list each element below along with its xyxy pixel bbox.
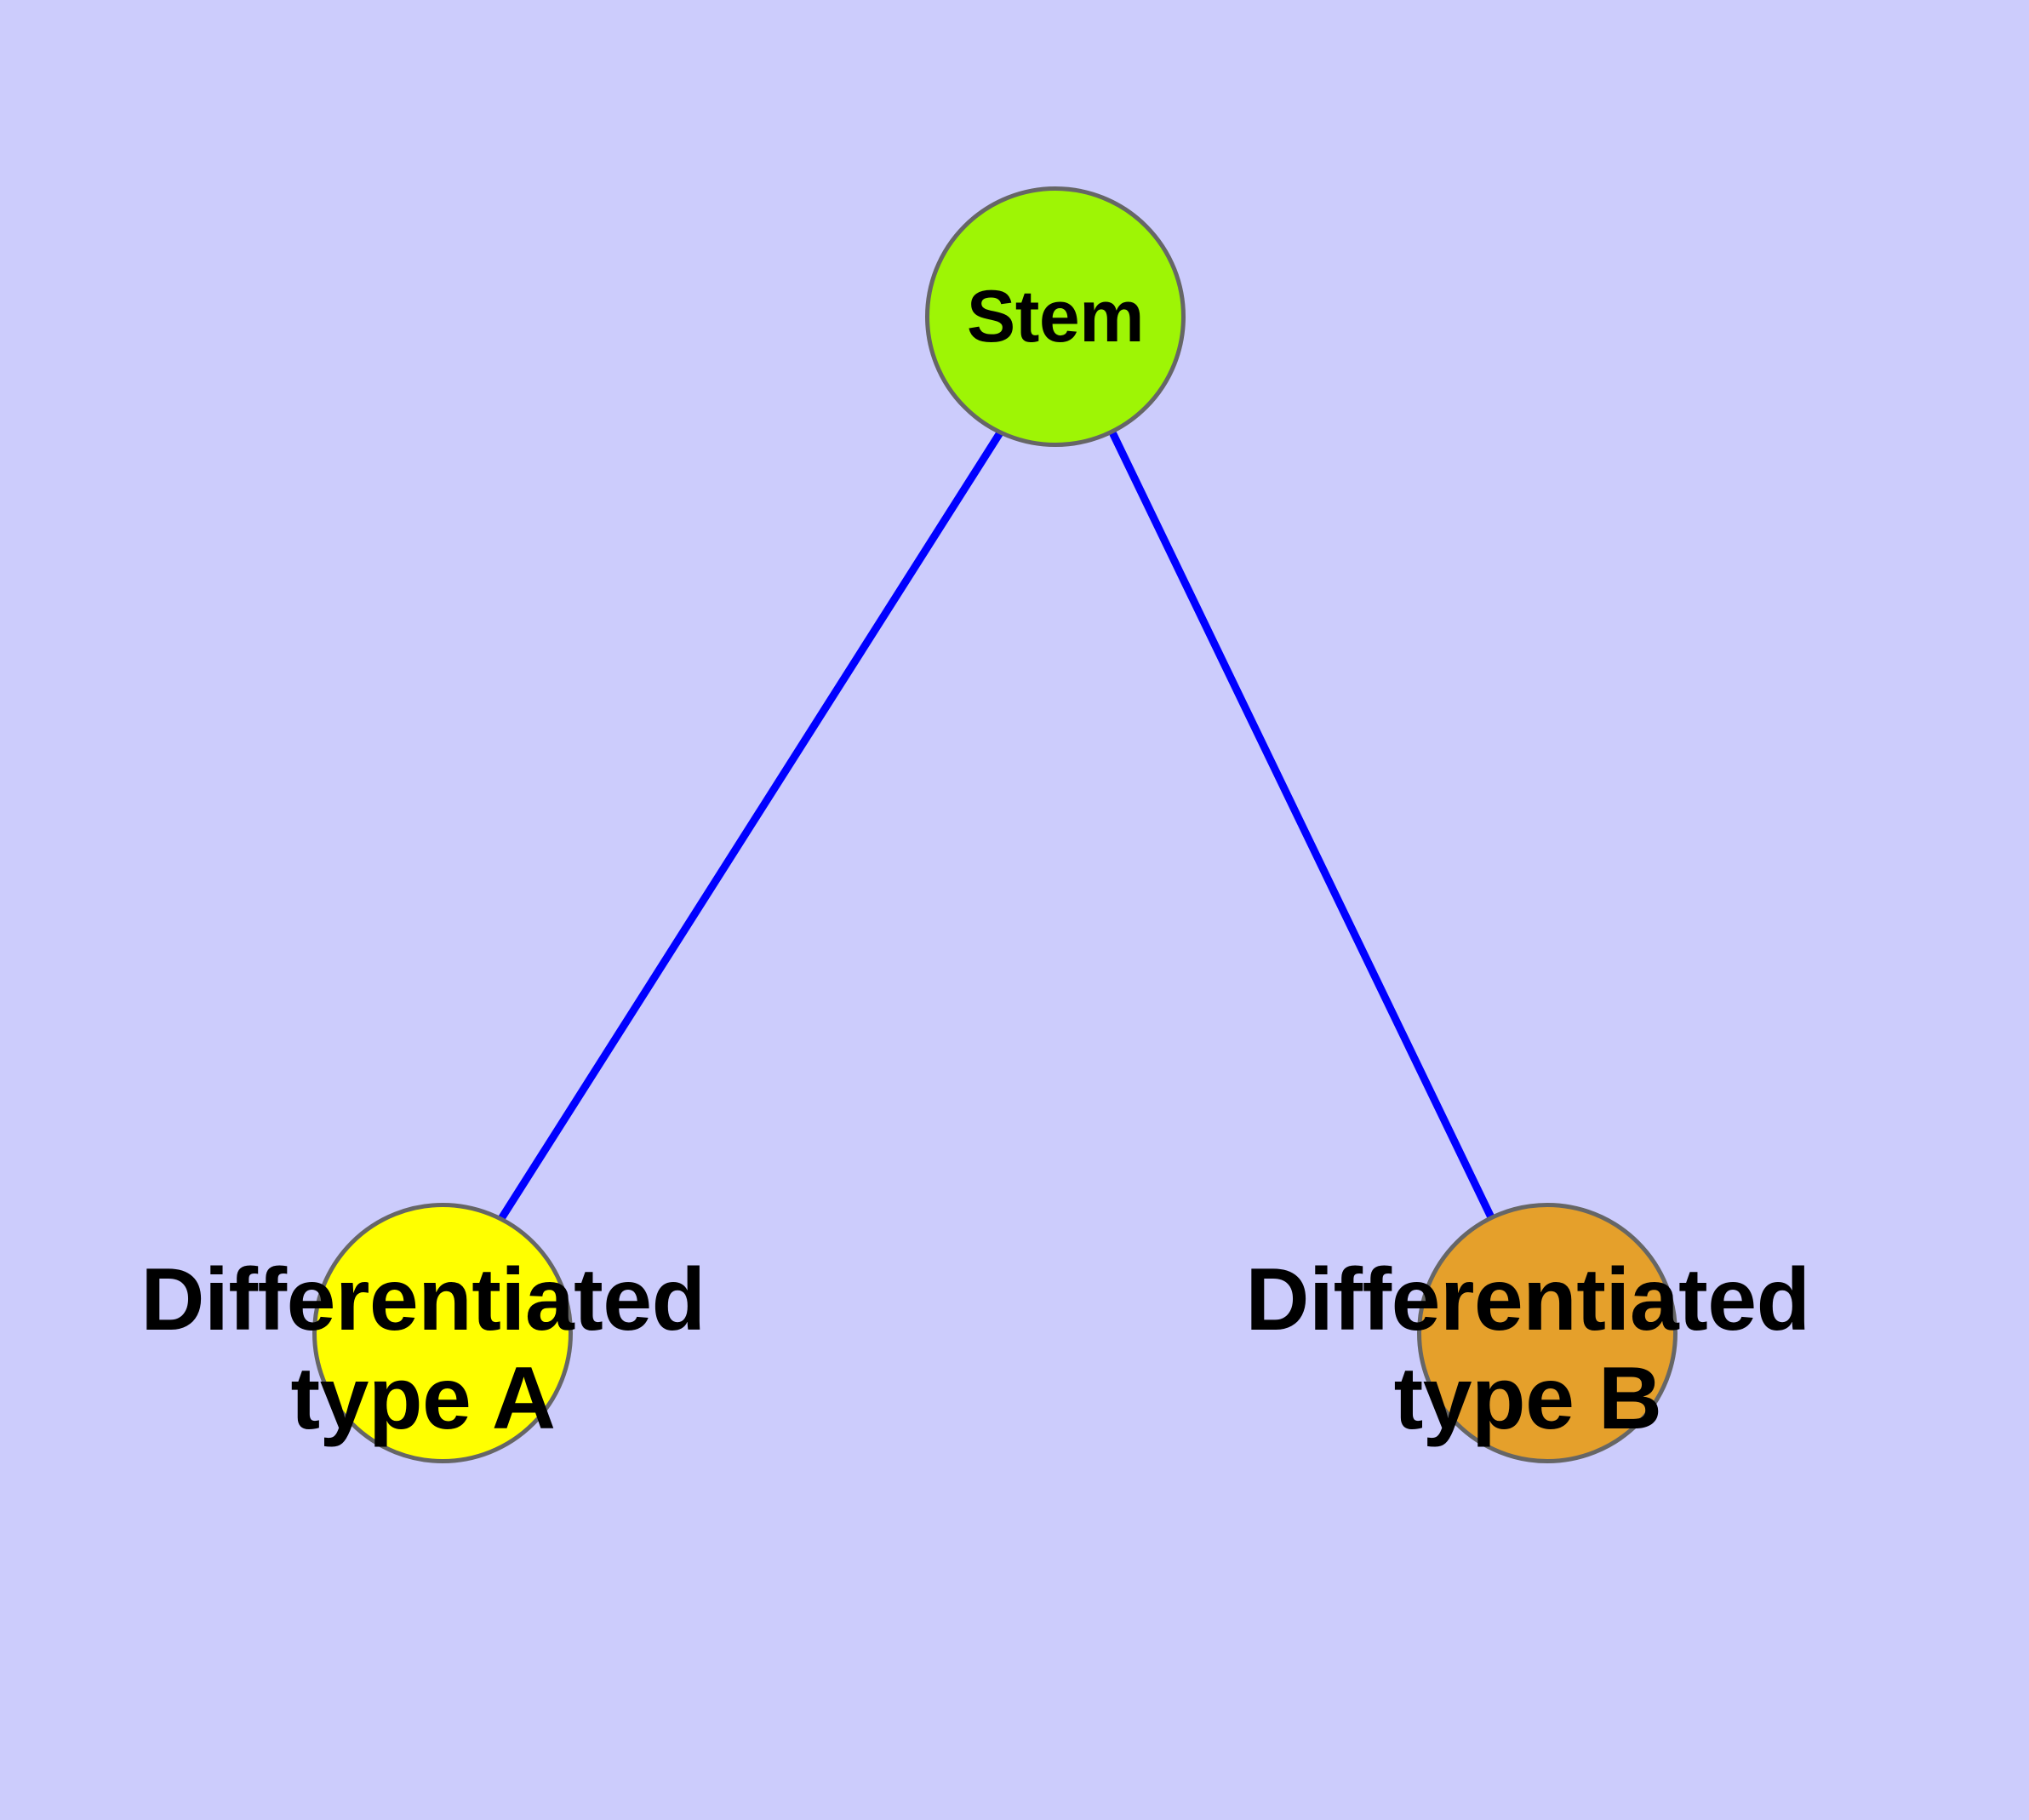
node-differentiated-type-a[interactable] <box>312 1203 573 1463</box>
node-label-stem: Stem <box>966 275 1145 358</box>
node-label-differentiated-type-b: Differentiated type B <box>1245 1250 1810 1448</box>
edge-stem-to-diff-a[interactable] <box>498 430 1003 1222</box>
edge-stem-to-diff-b[interactable] <box>1109 430 1495 1222</box>
node-stem[interactable] <box>925 186 1186 447</box>
node-label-differentiated-type-a: Differentiated type A <box>140 1250 706 1448</box>
node-differentiated-type-b[interactable] <box>1417 1203 1677 1463</box>
